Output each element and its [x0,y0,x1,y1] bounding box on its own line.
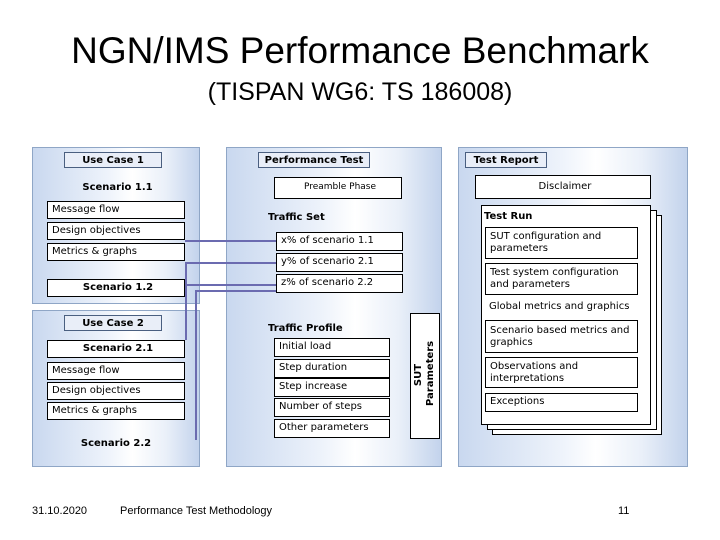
report-global-metrics: Global metrics and graphics [489,301,630,312]
traffic-profile-number-of-steps: Number of steps [274,398,390,417]
scenario-1-2-box: Scenario 1.2 [47,279,185,297]
uc2-design-objectives: Design objectives [47,382,185,400]
report-observations: Observations and interpretations [485,357,638,388]
footer-label: Performance Test Methodology [120,505,273,517]
performance-test-panel [226,147,442,467]
report-test-system-config: Test system configuration and parameters [485,263,638,295]
traffic-profile-other-parameters: Other parameters [274,419,390,438]
traffic-set-label: Traffic Set [268,212,325,223]
connector-1-2 [185,284,276,286]
sut-parameters-label: SUT Parameters [413,340,437,406]
connector-1-1 [185,240,276,242]
scenario-2-2-label: Scenario 2.2 [80,438,152,449]
traffic-set-item-3: z% of scenario 2.2 [276,274,403,293]
test-report-tab: Test Report [465,152,547,168]
preamble-phase-box: Preamble Phase [274,177,402,199]
uc2-metrics-graphs: Metrics & graphs [47,402,185,420]
connector-2-1-vertical [185,262,187,340]
uc1-metrics-graphs: Metrics & graphs [47,243,185,261]
sut-label-line-1: SUT [413,363,424,387]
sut-parameters-box [410,313,440,439]
scenario-2-1-box: Scenario 2.1 [47,340,185,358]
uc1-message-flow: Message flow [47,201,185,219]
traffic-set-item-2: y% of scenario 2.1 [276,253,403,272]
disclaimer-box: Disclaimer [475,175,651,199]
traffic-profile-step-increase: Step increase [274,378,390,397]
scenario-1-1-label: Scenario 1.1 [82,182,153,193]
report-exceptions: Exceptions [485,393,638,412]
traffic-set-item-1: x% of scenario 1.1 [276,232,403,251]
report-sut-config: SUT configuration and parameters [485,227,638,259]
page-subtitle: (TISPAN WG6: TS 186008) [207,78,513,106]
use-case-2-tab: Use Case 2 [64,315,162,331]
traffic-profile-label: Traffic Profile [268,323,343,334]
test-run-label: Test Run [484,211,533,222]
connector-2-1 [185,262,276,264]
traffic-profile-initial-load: Initial load [274,338,390,357]
connector-2-2-vertical [195,290,197,440]
connector-2-2 [195,290,276,292]
footer-date: 31.10.2020 [32,505,88,517]
footer-page-number: 11 [618,505,630,517]
use-case-1-tab: Use Case 1 [64,152,162,168]
performance-test-tab: Performance Test [258,152,370,168]
traffic-profile-step-duration: Step duration [274,359,390,378]
uc1-design-objectives: Design objectives [47,222,185,240]
page-title: NGN/IMS Performance Benchmark [71,30,649,71]
report-scenario-metrics: Scenario based metrics and graphics [485,320,638,353]
uc2-message-flow: Message flow [47,362,185,380]
sut-label-line-2: Parameters [425,340,436,406]
